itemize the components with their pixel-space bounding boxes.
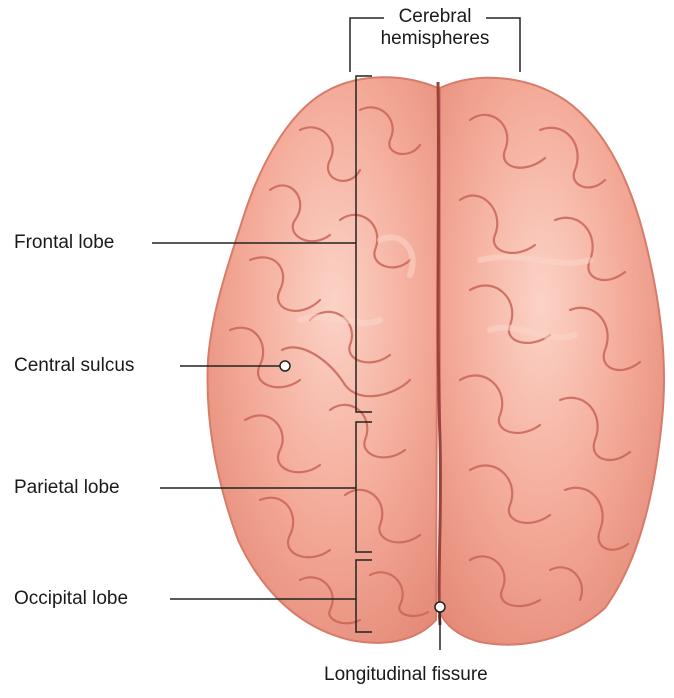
- central-sulcus-label: Central sulcus: [14, 355, 134, 377]
- right-hemisphere: [440, 78, 664, 645]
- cerebral-hemispheres-label: Cerebral hemispheres: [365, 6, 505, 50]
- frontal-lobe-label: Frontal lobe: [14, 232, 114, 254]
- occipital-lobe-label: Occipital lobe: [14, 588, 128, 610]
- cerebral-hemispheres-line1: Cerebral: [365, 6, 505, 28]
- parietal-lobe-label: Parietal lobe: [14, 477, 120, 499]
- central-sulcus-marker: [280, 361, 290, 371]
- longitudinal-fissure-label: Longitudinal fissure: [324, 664, 488, 686]
- cerebral-hemispheres-line2: hemispheres: [365, 28, 505, 50]
- longitudinal-fissure-marker: [435, 602, 445, 612]
